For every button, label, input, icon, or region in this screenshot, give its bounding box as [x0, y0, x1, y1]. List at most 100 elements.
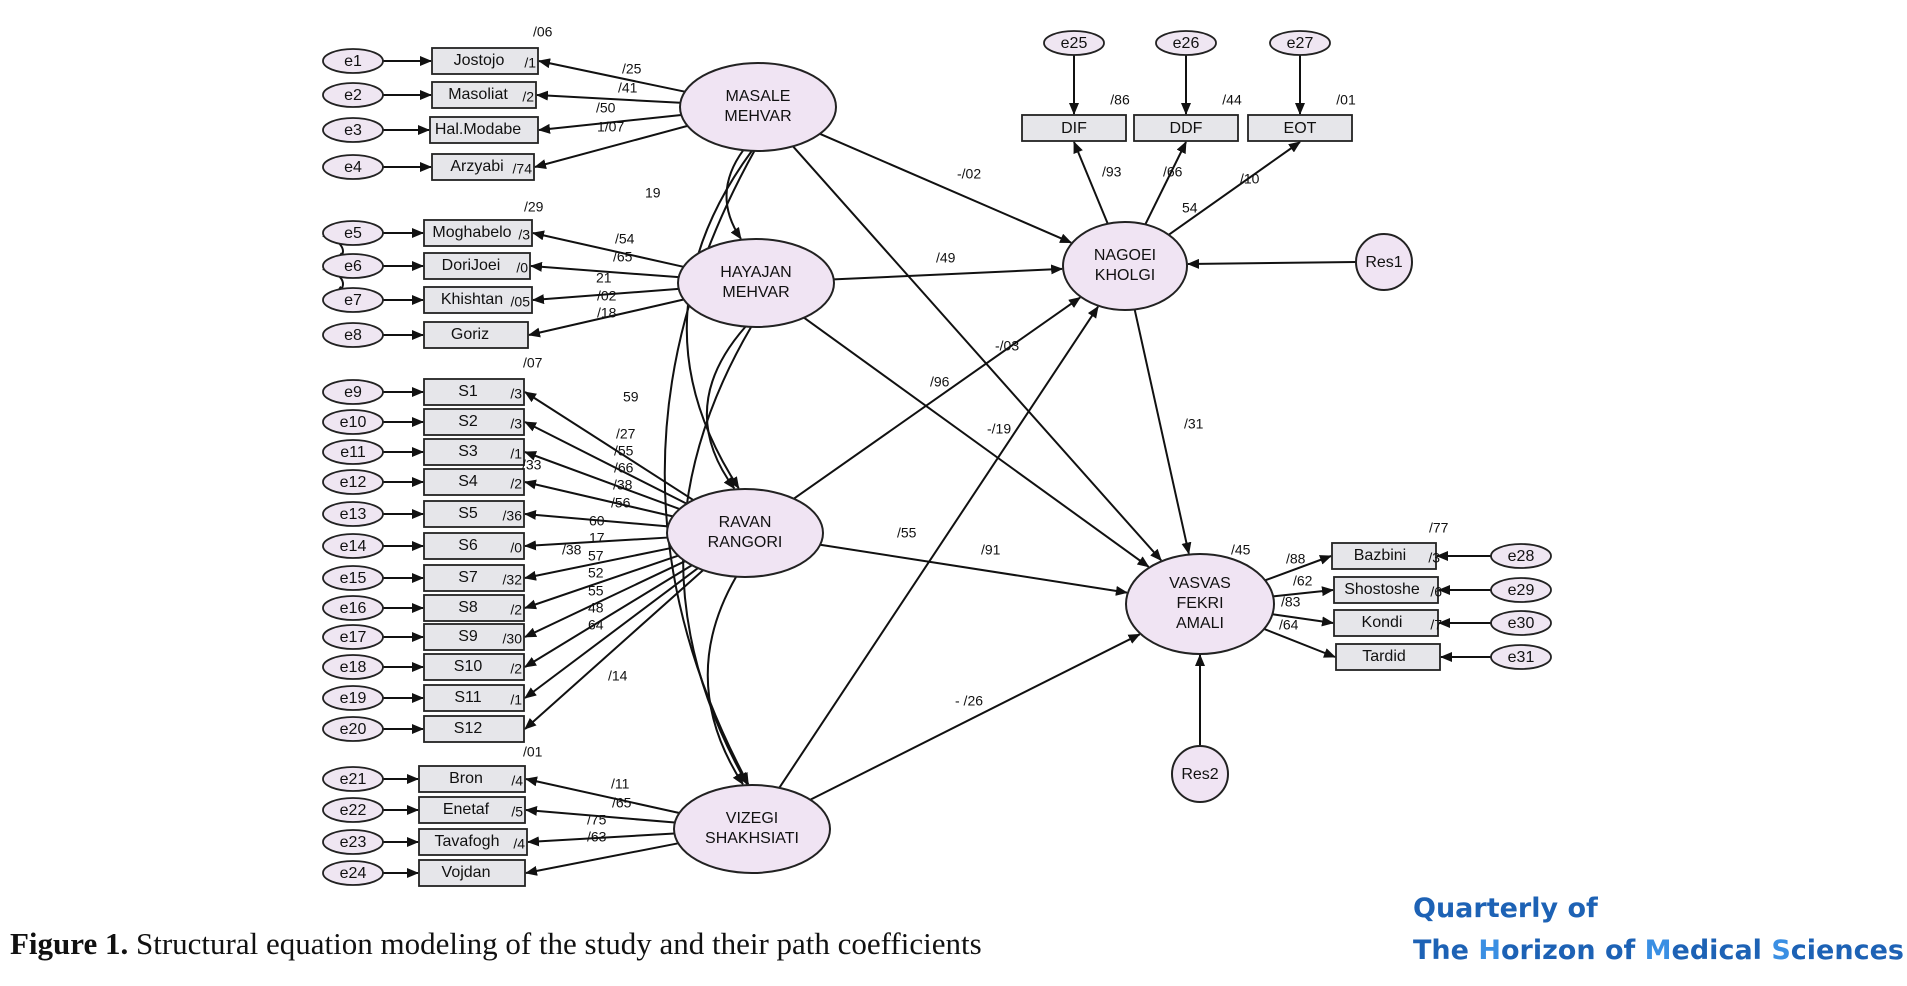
- indicator-s10: S10/2: [423, 653, 525, 681]
- loading-arrow-s10: [524, 564, 693, 668]
- error-label: e1: [344, 53, 362, 70]
- error-e10: e10: [322, 409, 384, 435]
- r2-label: /7: [1430, 617, 1442, 633]
- indicator-label: S7: [458, 569, 478, 586]
- loading-arrow-masoliat: [536, 90, 681, 104]
- loading-arrow-arzyabi: [534, 124, 688, 169]
- error-label: e2: [344, 87, 362, 104]
- residual-label: Res1: [1365, 254, 1402, 271]
- indicator-s2: S2/3: [423, 408, 525, 436]
- indicator-masoliat: Masoliat/2: [431, 81, 537, 109]
- path-coefficient: /66: [1163, 164, 1183, 180]
- error-ellipse: [322, 220, 384, 246]
- path-coefficient: -/02: [957, 166, 981, 182]
- indicator-label: Goriz: [451, 326, 489, 343]
- loading-arrow-dorijoei: [530, 261, 679, 279]
- indicator-label: S9: [458, 628, 478, 645]
- indicator-s4: S4/2: [423, 468, 525, 496]
- error-label: e15: [340, 570, 367, 587]
- indicator-label: Shostoshe: [1344, 581, 1420, 598]
- error-ellipse: [322, 716, 384, 742]
- indicator-box: [418, 796, 526, 824]
- indicator-box: [423, 500, 525, 528]
- indicator-box: [418, 765, 526, 793]
- error-label: e21: [340, 771, 367, 788]
- path-coefficient: /41: [618, 80, 638, 96]
- error-e30: e30: [1490, 610, 1552, 636]
- path-coefficient: 64: [588, 617, 604, 633]
- brand-line-2: The Horizon of Medical Sciences: [1413, 930, 1904, 972]
- error-label: e17: [340, 629, 367, 646]
- path-coefficient: -/03: [995, 338, 1019, 354]
- path-masale-vasvas: [792, 145, 1162, 562]
- indicator-label: S3: [458, 443, 478, 460]
- error-label: e19: [340, 690, 367, 707]
- r2-label: /32: [503, 572, 523, 588]
- indicator-box: [1333, 609, 1439, 637]
- error-label: e4: [344, 159, 362, 176]
- error-e18: e18: [322, 654, 384, 680]
- path-coefficient: /63: [587, 829, 607, 845]
- error-ellipse: [322, 439, 384, 465]
- path-vizegi-vasvas: [809, 633, 1141, 801]
- indicator-dorijoei: DoriJoei/0: [423, 252, 531, 280]
- brand-text-part: The: [1413, 935, 1479, 966]
- error-ellipse: [322, 860, 384, 886]
- path-nagoei-vasvas: [1133, 309, 1192, 555]
- error-ellipse: [322, 82, 384, 108]
- indicator-kondi: Kondi/7: [1333, 609, 1442, 637]
- brand-text-part: H: [1478, 935, 1501, 966]
- indicator-enetaf: Enetaf/5: [418, 796, 526, 824]
- r2-label: /3: [1428, 550, 1440, 566]
- path-coefficient: /96: [930, 374, 950, 390]
- loading-arrow-bron: [525, 776, 680, 814]
- indicator-box: [418, 828, 528, 856]
- latent-label: RANGORI: [708, 534, 783, 551]
- indicator-box: [423, 564, 525, 592]
- loading-arrow-s7: [524, 546, 672, 581]
- indicator-box: [431, 153, 535, 181]
- path-coefficient: /66: [614, 460, 634, 476]
- indicator-label: Enetaf: [443, 801, 490, 818]
- latent-ellipse: [666, 488, 824, 578]
- loading-arrow-s9: [524, 560, 686, 638]
- indicator-box: [423, 286, 533, 314]
- indicator-tavafogh: Tavafogh/4: [418, 828, 528, 856]
- error-label: e14: [340, 538, 367, 555]
- indicator-box: [423, 594, 525, 622]
- error-ellipse: [322, 501, 384, 527]
- indicator-box: [423, 715, 525, 743]
- brand-line-1: Quarterly of: [1413, 893, 1598, 924]
- indicator-bron: Bron/4: [418, 765, 526, 793]
- error-e4: e4: [322, 154, 384, 180]
- error-ellipse: [322, 253, 384, 279]
- indicator-box: [423, 438, 525, 466]
- indicator-box: [1335, 643, 1441, 671]
- path-hayajan-vasvas: [803, 316, 1150, 568]
- path-coefficient: 21: [596, 270, 612, 286]
- brand-text-part: S: [1771, 935, 1791, 966]
- error-label: e29: [1508, 582, 1535, 599]
- latent-label: SHAKHSIATI: [705, 830, 799, 847]
- indicator-box: [1021, 114, 1127, 142]
- error-ellipse: [322, 287, 384, 313]
- path-coefficient: 60: [589, 513, 605, 529]
- path-coefficient: 48: [588, 600, 604, 616]
- loading-arrow-tardid: [1263, 628, 1336, 658]
- path-coefficient: /83: [1281, 594, 1301, 610]
- error-e12: e12: [322, 469, 384, 495]
- covariance-masale-vizegi: [663, 138, 765, 785]
- indicator-label: DoriJoei: [442, 257, 501, 274]
- path-coefficient: 55: [588, 583, 604, 599]
- latent-label: MEHVAR: [724, 108, 791, 125]
- error-e20: e20: [322, 716, 384, 742]
- path-coefficient: 52: [588, 565, 604, 581]
- error-e31: e31: [1490, 644, 1552, 670]
- path-coefficient: /06: [533, 24, 553, 40]
- r2-label: /4: [511, 773, 523, 789]
- error-ellipse: [1490, 543, 1552, 569]
- path-vizegi-nagoei: [778, 305, 1099, 789]
- latent-label: HAYAJAN: [720, 264, 791, 281]
